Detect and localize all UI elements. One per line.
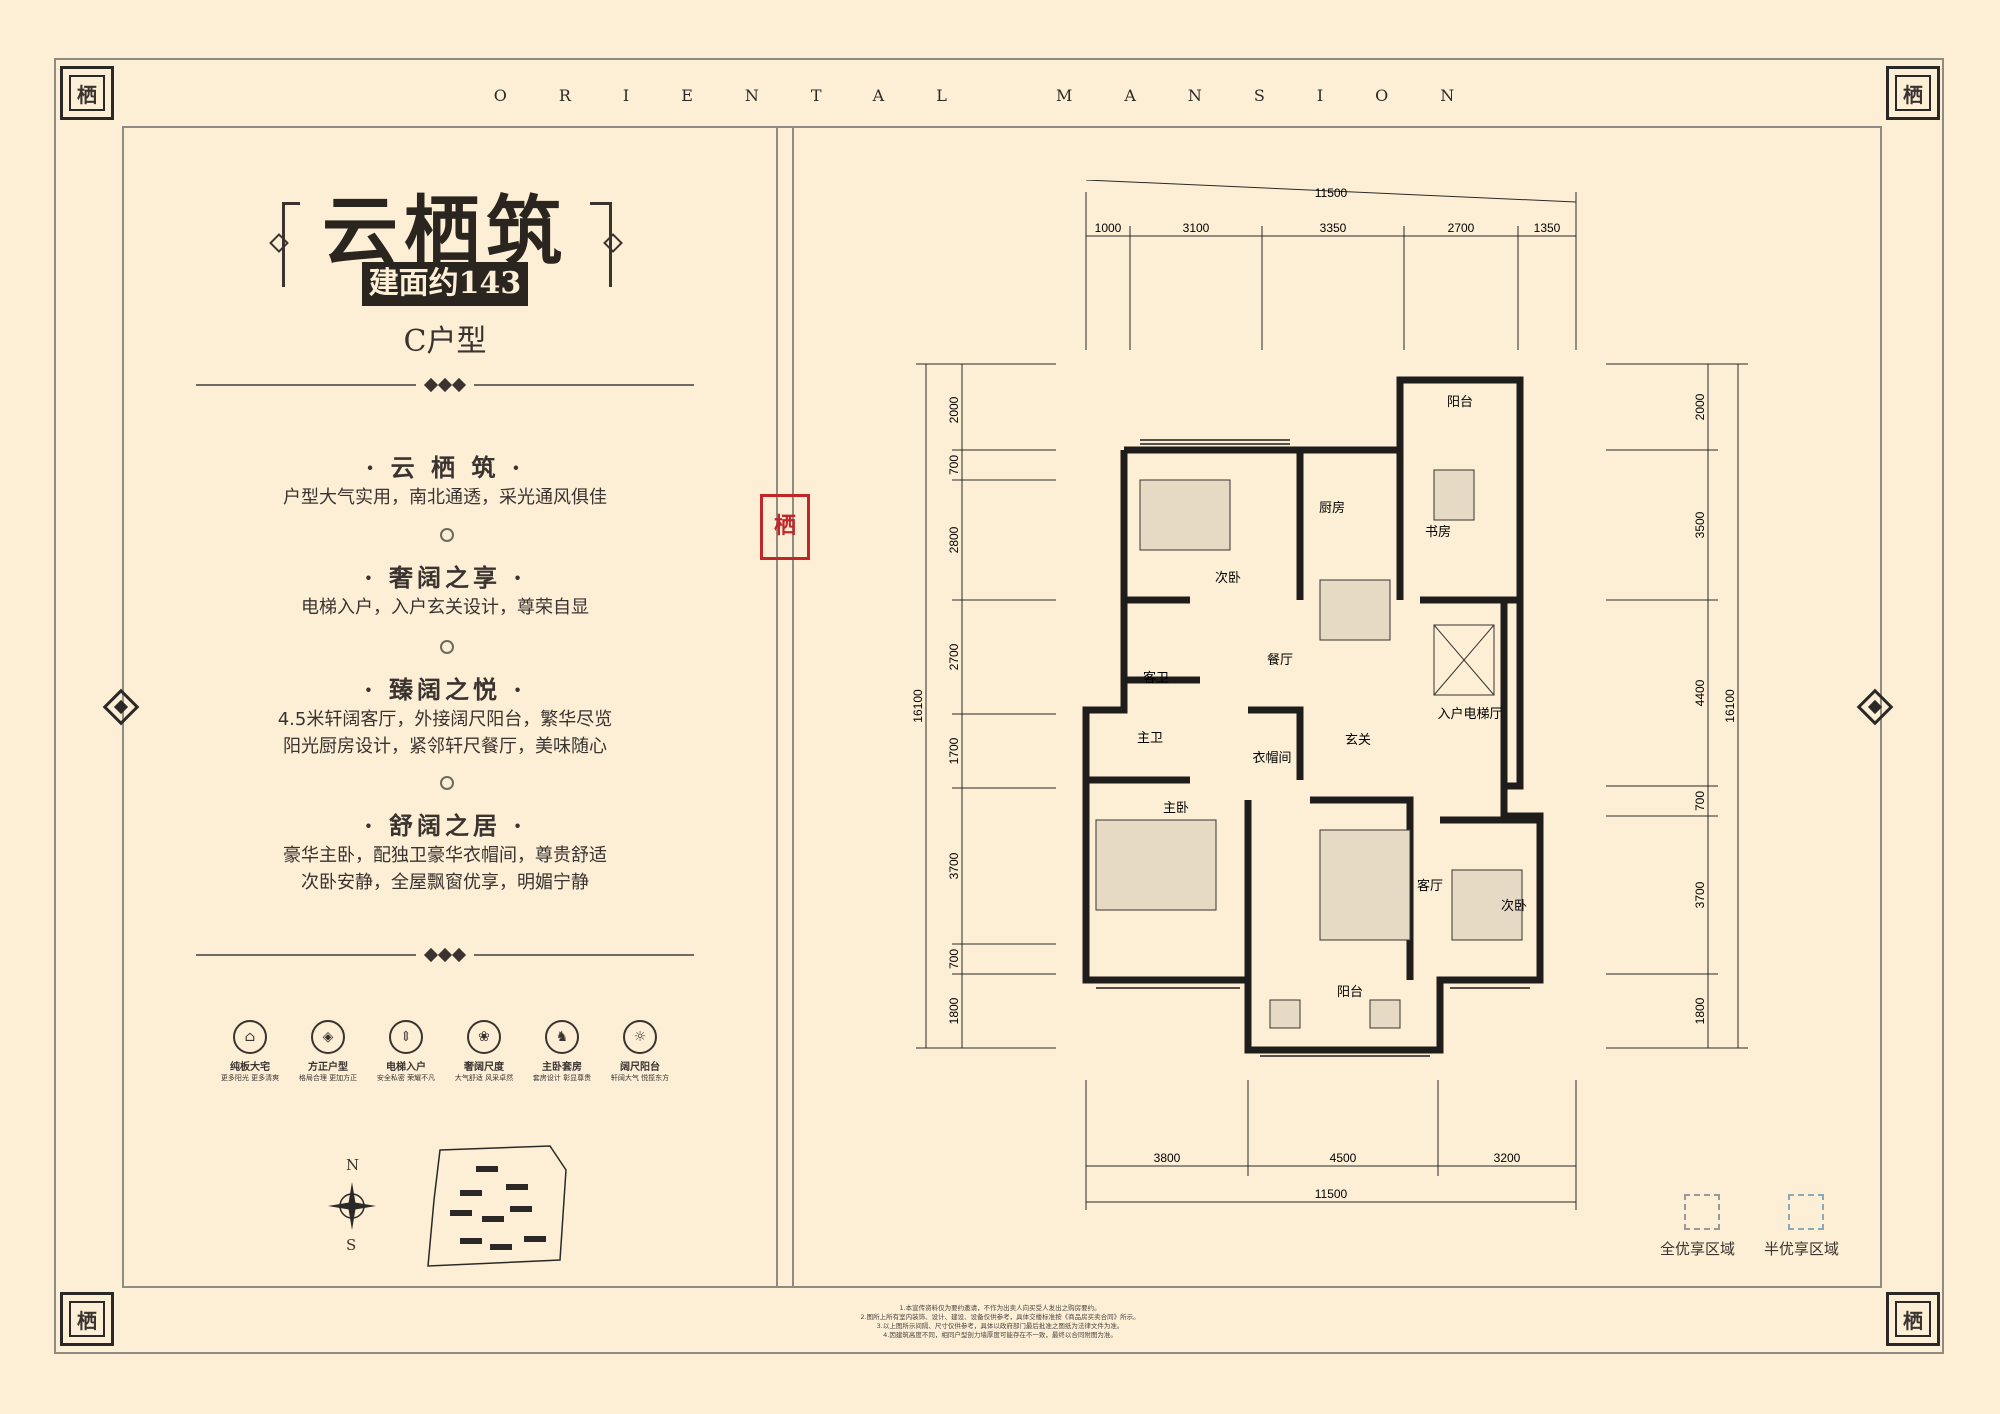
outer-frame [54, 58, 1944, 1354]
dimension-label: 16100 [911, 689, 925, 723]
ring-ornament-icon [440, 528, 454, 542]
dimension-label: 4400 [1693, 679, 1707, 706]
section-text: 阳光厨房设计，紧邻轩尺餐厅，美味随心 [283, 736, 607, 757]
dimension-label: 1800 [1693, 997, 1707, 1024]
dimension-label: 1700 [947, 737, 961, 764]
room-label-kitchen: 厨房 [1319, 500, 1345, 516]
floor-plan: 11500 1000 3100 3350 2700 1350 3800 4500… [911, 180, 1748, 1210]
dimension-label: 3700 [1693, 881, 1707, 908]
section-heading: · 舒阔之居 · [364, 811, 526, 840]
compass-icon [328, 1182, 376, 1230]
elevator-icon: ⇕ [389, 1020, 423, 1054]
sun-icon: ☼ [623, 1020, 657, 1054]
section-text: 电梯入户，入户玄关设计，尊荣自显 [301, 597, 589, 618]
compass-north-label: N [346, 1156, 360, 1174]
section-heading: · 云 栖 筑 · [365, 453, 525, 482]
dimension-label: 2800 [947, 526, 961, 553]
dimension-label: 700 [947, 455, 961, 475]
legend-swatch-half [1788, 1194, 1824, 1230]
room-label-closet: 衣帽间 [1252, 750, 1291, 766]
feature-item: ❀ 奢阔尺度 大气舒适 风采卓然 [444, 1020, 524, 1083]
corner-logo-icon: 栖 [60, 1292, 114, 1346]
lotus-icon: ❀ [467, 1020, 501, 1054]
dimension-label: 2000 [1693, 393, 1707, 420]
room-label-living: 客厅 [1417, 878, 1443, 894]
site-plan-map [427, 1145, 567, 1267]
divider-rule [196, 384, 416, 386]
seal-stamp: 栖 [760, 494, 810, 560]
feature-item: ☼ 阔尺阳台 轩阔大气 悦揽东方 [600, 1020, 680, 1083]
horse-icon: ♞ [545, 1020, 579, 1054]
dimension-label: 2000 [947, 396, 961, 423]
room-label-bedroom-2: 次卧 [1215, 570, 1241, 586]
feature-item: ⌂ 纯板大宅 更多阳光 更多清爽 [210, 1020, 290, 1083]
panel-divider-right [792, 126, 794, 1288]
unit-type: C户型 [403, 324, 487, 359]
room-label-guest-bath: 客卫 [1143, 670, 1169, 686]
section-heading: · 奢阔之享 · [364, 563, 526, 592]
section-text: 豪华主卧，配独卫豪华衣帽间，尊贵舒适 [283, 845, 607, 866]
disclaimer: 1.本宣传资料仅为要约邀请，不作为出卖人向买受人发出之购房要约。 2.图所上所有… [860, 1304, 1140, 1339]
section-heading: · 臻阔之悦 · [364, 675, 526, 704]
house-icon: ⌂ [233, 1020, 267, 1054]
legend-swatch-full [1684, 1194, 1720, 1230]
corner-logo-icon: 栖 [60, 66, 114, 120]
dimension-label: 3800 [1154, 1151, 1181, 1165]
dimension-label: 2700 [1448, 221, 1475, 235]
dimension-label: 3350 [1320, 221, 1347, 235]
dimension-label: 3200 [1494, 1151, 1521, 1165]
page-title: 云栖筑 [300, 170, 590, 280]
dimension-label: 2700 [947, 643, 961, 670]
grid-icon: ◈ [311, 1020, 345, 1054]
feature-item: ⇕ 电梯入户 安全私密 荣耀不凡 [366, 1020, 446, 1083]
dimension-label: 700 [947, 949, 961, 969]
legend-label-full: 全优享区域 [1660, 1240, 1736, 1258]
section-text: 4.5米轩阔客厅，外接阔尺阳台，繁华尽览 [277, 709, 613, 730]
room-label-bedroom-3: 次卧 [1501, 898, 1527, 914]
dimension-label: 4500 [1330, 1151, 1357, 1165]
dimension-label: 11500 [1315, 186, 1348, 200]
dimension-label: 1350 [1534, 221, 1561, 235]
dimension-label: 1800 [947, 997, 961, 1024]
room-label-balcony-north: 阳台 [1447, 395, 1473, 410]
feature-item: ♞ 主卧套房 套房设计 彰显尊贵 [522, 1020, 602, 1083]
ring-ornament-icon [440, 776, 454, 790]
area-badge: 建面约143㎡ [362, 262, 528, 345]
feature-item: ◈ 方正户型 格局合理 更加方正 [288, 1020, 368, 1083]
room-label-master-bedroom: 主卧 [1163, 801, 1189, 816]
dimension-label: 1000 [1095, 221, 1122, 235]
panel-divider-left [776, 126, 778, 1288]
divider-rule [196, 954, 416, 956]
room-label-master-bath: 主卫 [1137, 731, 1163, 746]
legend-label-half: 半优享区域 [1764, 1240, 1840, 1258]
dimension-label: 3500 [1693, 511, 1707, 538]
room-label-foyer: 玄关 [1345, 733, 1371, 748]
room-label-study: 书房 [1425, 524, 1451, 540]
corner-logo-icon: 栖 [1886, 66, 1940, 120]
compass-south-label: S [346, 1236, 357, 1254]
divider-rule [474, 954, 694, 956]
dimension-label: 16100 [1723, 689, 1737, 723]
dimension-label: 3100 [1183, 221, 1210, 235]
corner-logo-icon: 栖 [1886, 1292, 1940, 1346]
dimension-label: 700 [1693, 791, 1707, 811]
dimension-label: 3700 [947, 852, 961, 879]
section-text: 户型大气实用，南北通透，采光通风俱佳 [283, 487, 607, 508]
brand-name: ORIENTAL MANSION [493, 86, 1507, 105]
section-text: 次卧安静，全屋飘窗优享，明媚宁静 [301, 872, 589, 893]
room-label-elevator-hall: 入户电梯厅 [1437, 706, 1502, 722]
divider-rule [474, 384, 694, 386]
room-label-balcony-south: 阳台 [1337, 985, 1363, 1000]
ring-ornament-icon [440, 640, 454, 654]
dimension-label: 11500 [1315, 1187, 1348, 1201]
room-label-dining: 餐厅 [1267, 652, 1293, 668]
